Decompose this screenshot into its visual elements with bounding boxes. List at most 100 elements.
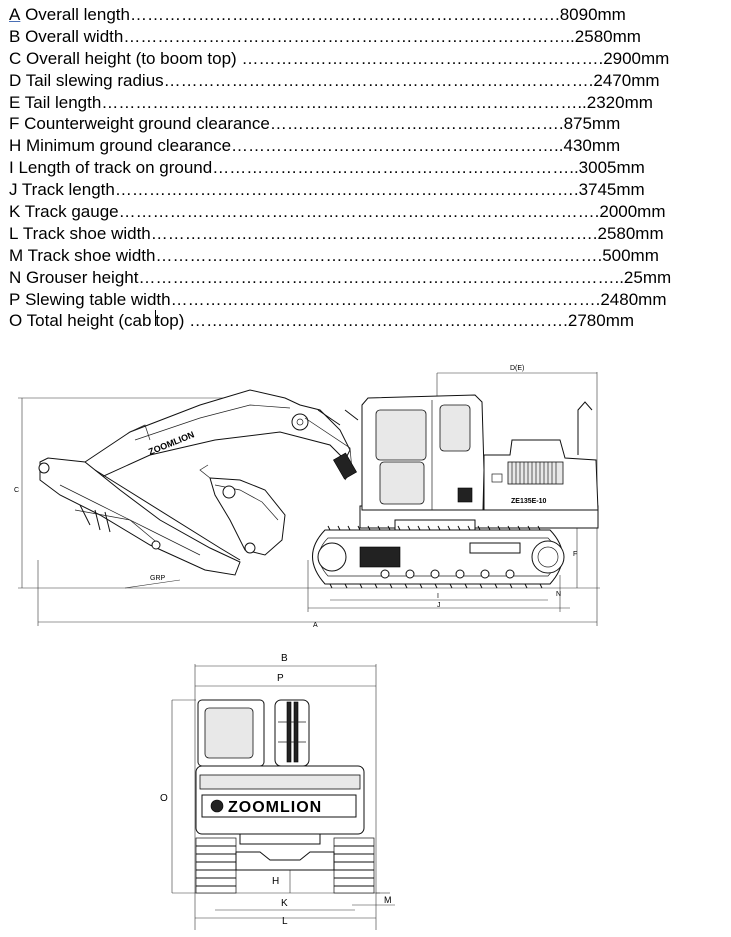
cab-window-front xyxy=(375,409,427,461)
dim-label-a: A xyxy=(313,622,318,629)
spec-label: Overall height (to boom top) xyxy=(21,48,242,68)
dim-label-f: F xyxy=(573,551,577,558)
spec-letter: O xyxy=(9,311,23,331)
spec-letter: N xyxy=(9,267,22,287)
front-brand: ZOOMLION xyxy=(228,799,322,816)
spec-letter: H xyxy=(9,136,22,156)
track-spring xyxy=(359,546,401,568)
spec-row: I Length of track on ground…………………………………… xyxy=(9,157,729,179)
dim-label-p: P xyxy=(277,673,284,684)
drive-sprocket-icon xyxy=(531,540,565,574)
spec-value: 25mm xyxy=(623,267,672,287)
dim-label-de: D(E) xyxy=(510,365,524,372)
spec-leader: ………………………………………………………………………….. xyxy=(101,92,587,112)
dim-label-k: K xyxy=(281,898,288,909)
spec-value: 2780mm xyxy=(567,311,635,331)
spec-leader: …………………………………………………………………. xyxy=(170,289,601,309)
dim-label-j: J xyxy=(437,602,441,609)
dim-label-n: N xyxy=(556,591,561,598)
spec-letter: K xyxy=(9,202,21,222)
spec-leader: …………………………………………………………………. xyxy=(129,5,560,24)
spec-letter: C xyxy=(9,48,22,68)
boom-arm: ZOOMLION xyxy=(81,389,359,481)
spec-row: H Minimum ground clearance……………………………………… xyxy=(9,135,729,157)
spec-letter: D xyxy=(9,70,22,90)
cab-window-side xyxy=(439,404,471,452)
spec-leader: …………………………………………………………………. xyxy=(163,70,594,90)
front-body: ZOOMLION xyxy=(195,765,365,845)
spec-leader: …………………………………………………………. xyxy=(189,311,568,331)
spec-value: 2470mm xyxy=(593,70,660,90)
spec-leader: ……………………………………………………………………. xyxy=(155,245,603,265)
dim-label-c: C xyxy=(14,487,19,494)
spec-value: 2580mm xyxy=(574,26,641,46)
spec-letter: A xyxy=(9,5,21,24)
dim-label-m: M xyxy=(384,895,392,905)
spec-row: B Overall width…………………………………………………………………… xyxy=(9,26,729,48)
spec-leader: ………………………………………………….. xyxy=(231,136,564,156)
spec-value: 8090mm xyxy=(559,5,626,24)
spec-label: Track shoe width xyxy=(23,245,156,265)
logo-emblem-icon xyxy=(457,487,473,503)
undercarriage-frame xyxy=(235,851,335,871)
spec-leader: …………………………………………………………………….. xyxy=(123,26,575,46)
spec-value: 2320mm xyxy=(586,92,653,112)
spec-row: K Track gauge………………………………………………………………………… xyxy=(9,201,729,223)
spec-label: Tail slewing radius xyxy=(21,70,164,90)
spec-value: 3745mm xyxy=(578,180,645,200)
front-boom xyxy=(274,699,310,767)
spec-row: M Track shoe width…………………………………………………………… xyxy=(9,245,729,267)
spec-leader: ……………………………………………………………………. xyxy=(150,223,598,243)
crawler-track xyxy=(312,525,565,589)
spec-row: E Tail length………………………………………………………………………… xyxy=(9,92,729,114)
spec-row: D Tail slewing radius…………………………………………………… xyxy=(9,70,729,92)
spec-letter: B xyxy=(9,26,21,46)
spec-letter: P xyxy=(9,289,21,309)
spec-label: Total height (cab xyxy=(22,311,157,331)
front-logo-icon xyxy=(210,799,224,813)
dim-label-b: B xyxy=(281,653,288,664)
spec-label: Track length xyxy=(17,180,115,200)
spec-label-cont: top) xyxy=(155,311,190,331)
spec-letter: I xyxy=(9,158,14,178)
front-cab-window xyxy=(204,707,254,759)
spec-label: Minimum ground clearance xyxy=(21,136,232,156)
spec-leader: ………………………………………………………………………. xyxy=(114,180,579,200)
spec-label: Overall width xyxy=(20,26,124,46)
spec-value: 3005mm xyxy=(578,158,645,178)
cab-door-window xyxy=(379,461,425,505)
left-track xyxy=(195,837,237,894)
spec-leader: ………………………………………………………………………….. xyxy=(138,267,624,287)
spec-row: P Slewing table width…………………………………………………… xyxy=(9,289,729,311)
spec-row: F Counterweight ground clearance……………………… xyxy=(9,113,729,135)
spec-leader: ……………………………………………………….. xyxy=(212,158,579,178)
spec-letter: J xyxy=(9,180,18,200)
bucket xyxy=(94,464,286,561)
spec-value: 2900mm xyxy=(603,48,670,68)
dim-label-o: O xyxy=(160,793,168,804)
spec-letter: L xyxy=(9,223,19,243)
spec-label: Length of track on ground xyxy=(13,158,213,178)
spec-label: Counterweight ground clearance xyxy=(19,114,270,134)
spec-label: Tail length xyxy=(20,92,102,112)
spec-label: Slewing table width xyxy=(20,289,171,309)
spec-list: A Overall length………………………………………………………………… xyxy=(9,4,729,332)
spec-label: Track shoe width xyxy=(18,223,151,243)
dim-label-grp: GRP xyxy=(150,575,166,582)
spec-row: C Overall height (to boom top) ………………………… xyxy=(9,48,729,70)
spec-leader: ……………………………………………. xyxy=(269,114,564,134)
idler-wheel-icon xyxy=(317,542,347,572)
spec-value: 875mm xyxy=(563,114,621,134)
spec-value: 430mm xyxy=(563,136,621,156)
dim-label-h: H xyxy=(272,876,279,887)
spec-label: Overall length xyxy=(20,5,130,24)
spec-row: L Track shoe width…………………………………………………………… xyxy=(9,223,729,245)
spec-value: 500mm xyxy=(602,245,659,265)
dim-label-i: I xyxy=(437,593,439,600)
spec-value: 2580mm xyxy=(597,223,664,243)
spec-letter: M xyxy=(9,245,24,265)
exhaust-stack xyxy=(577,401,593,455)
front-tracks xyxy=(195,837,375,894)
